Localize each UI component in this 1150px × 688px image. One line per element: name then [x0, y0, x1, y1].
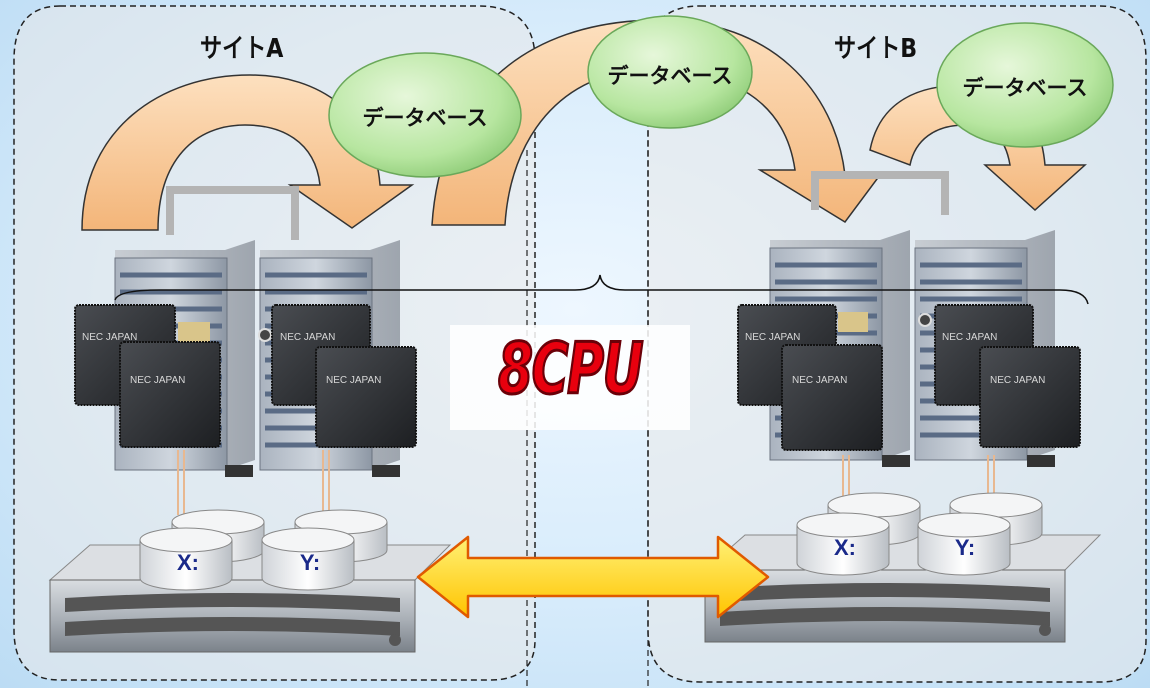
site-a-cpu-chips [74, 304, 417, 448]
cpu-count-label: 8CPU [497, 327, 645, 412]
site-b-storage-array [703, 534, 1102, 643]
shared-database-label: データベース [607, 64, 733, 88]
site-b-cpu-chips [737, 304, 1081, 451]
site-b-server-1-chip-front-label: NEC JAPAN [792, 375, 848, 386]
sync-double-arrow [416, 535, 770, 619]
site-b-server-1-chip-back-label: NEC JAPAN [745, 332, 801, 343]
site-b-replication-arrow [869, 84, 1087, 212]
site-b-drive-x: X: [834, 535, 856, 560]
site-a-server-1-chip-front-label: NEC JAPAN [130, 375, 186, 386]
site-a-database-ellipse [328, 52, 522, 178]
site-b-database-label: データベース [962, 76, 1088, 100]
site-a-disks [139, 509, 388, 591]
cpu-brace [114, 274, 1089, 305]
site-b-server-2-chip-back-label: NEC JAPAN [942, 332, 998, 343]
site-b-drive-y: Y: [954, 535, 976, 560]
site-b-server-2-chip-front-label: NEC JAPAN [990, 375, 1046, 386]
site-a-server-2-chip-back-label: NEC JAPAN [280, 332, 336, 343]
site-b-database-ellipse [936, 22, 1114, 148]
site-b-title: サイトB [834, 34, 918, 64]
site-a-server-2-chip-front-label: NEC JAPAN [326, 375, 382, 386]
site-a-server-1-chip-back-label: NEC JAPAN [82, 332, 138, 343]
site-a-title: サイトA [200, 34, 284, 64]
site-a-storage-array [48, 544, 452, 653]
site-b-disks [796, 492, 1043, 576]
site-a-drive-y: Y: [299, 550, 321, 575]
shared-database-ellipse [587, 15, 753, 129]
site-a-drive-x: X: [177, 550, 199, 575]
site-a-database-label: データベース [362, 106, 488, 130]
